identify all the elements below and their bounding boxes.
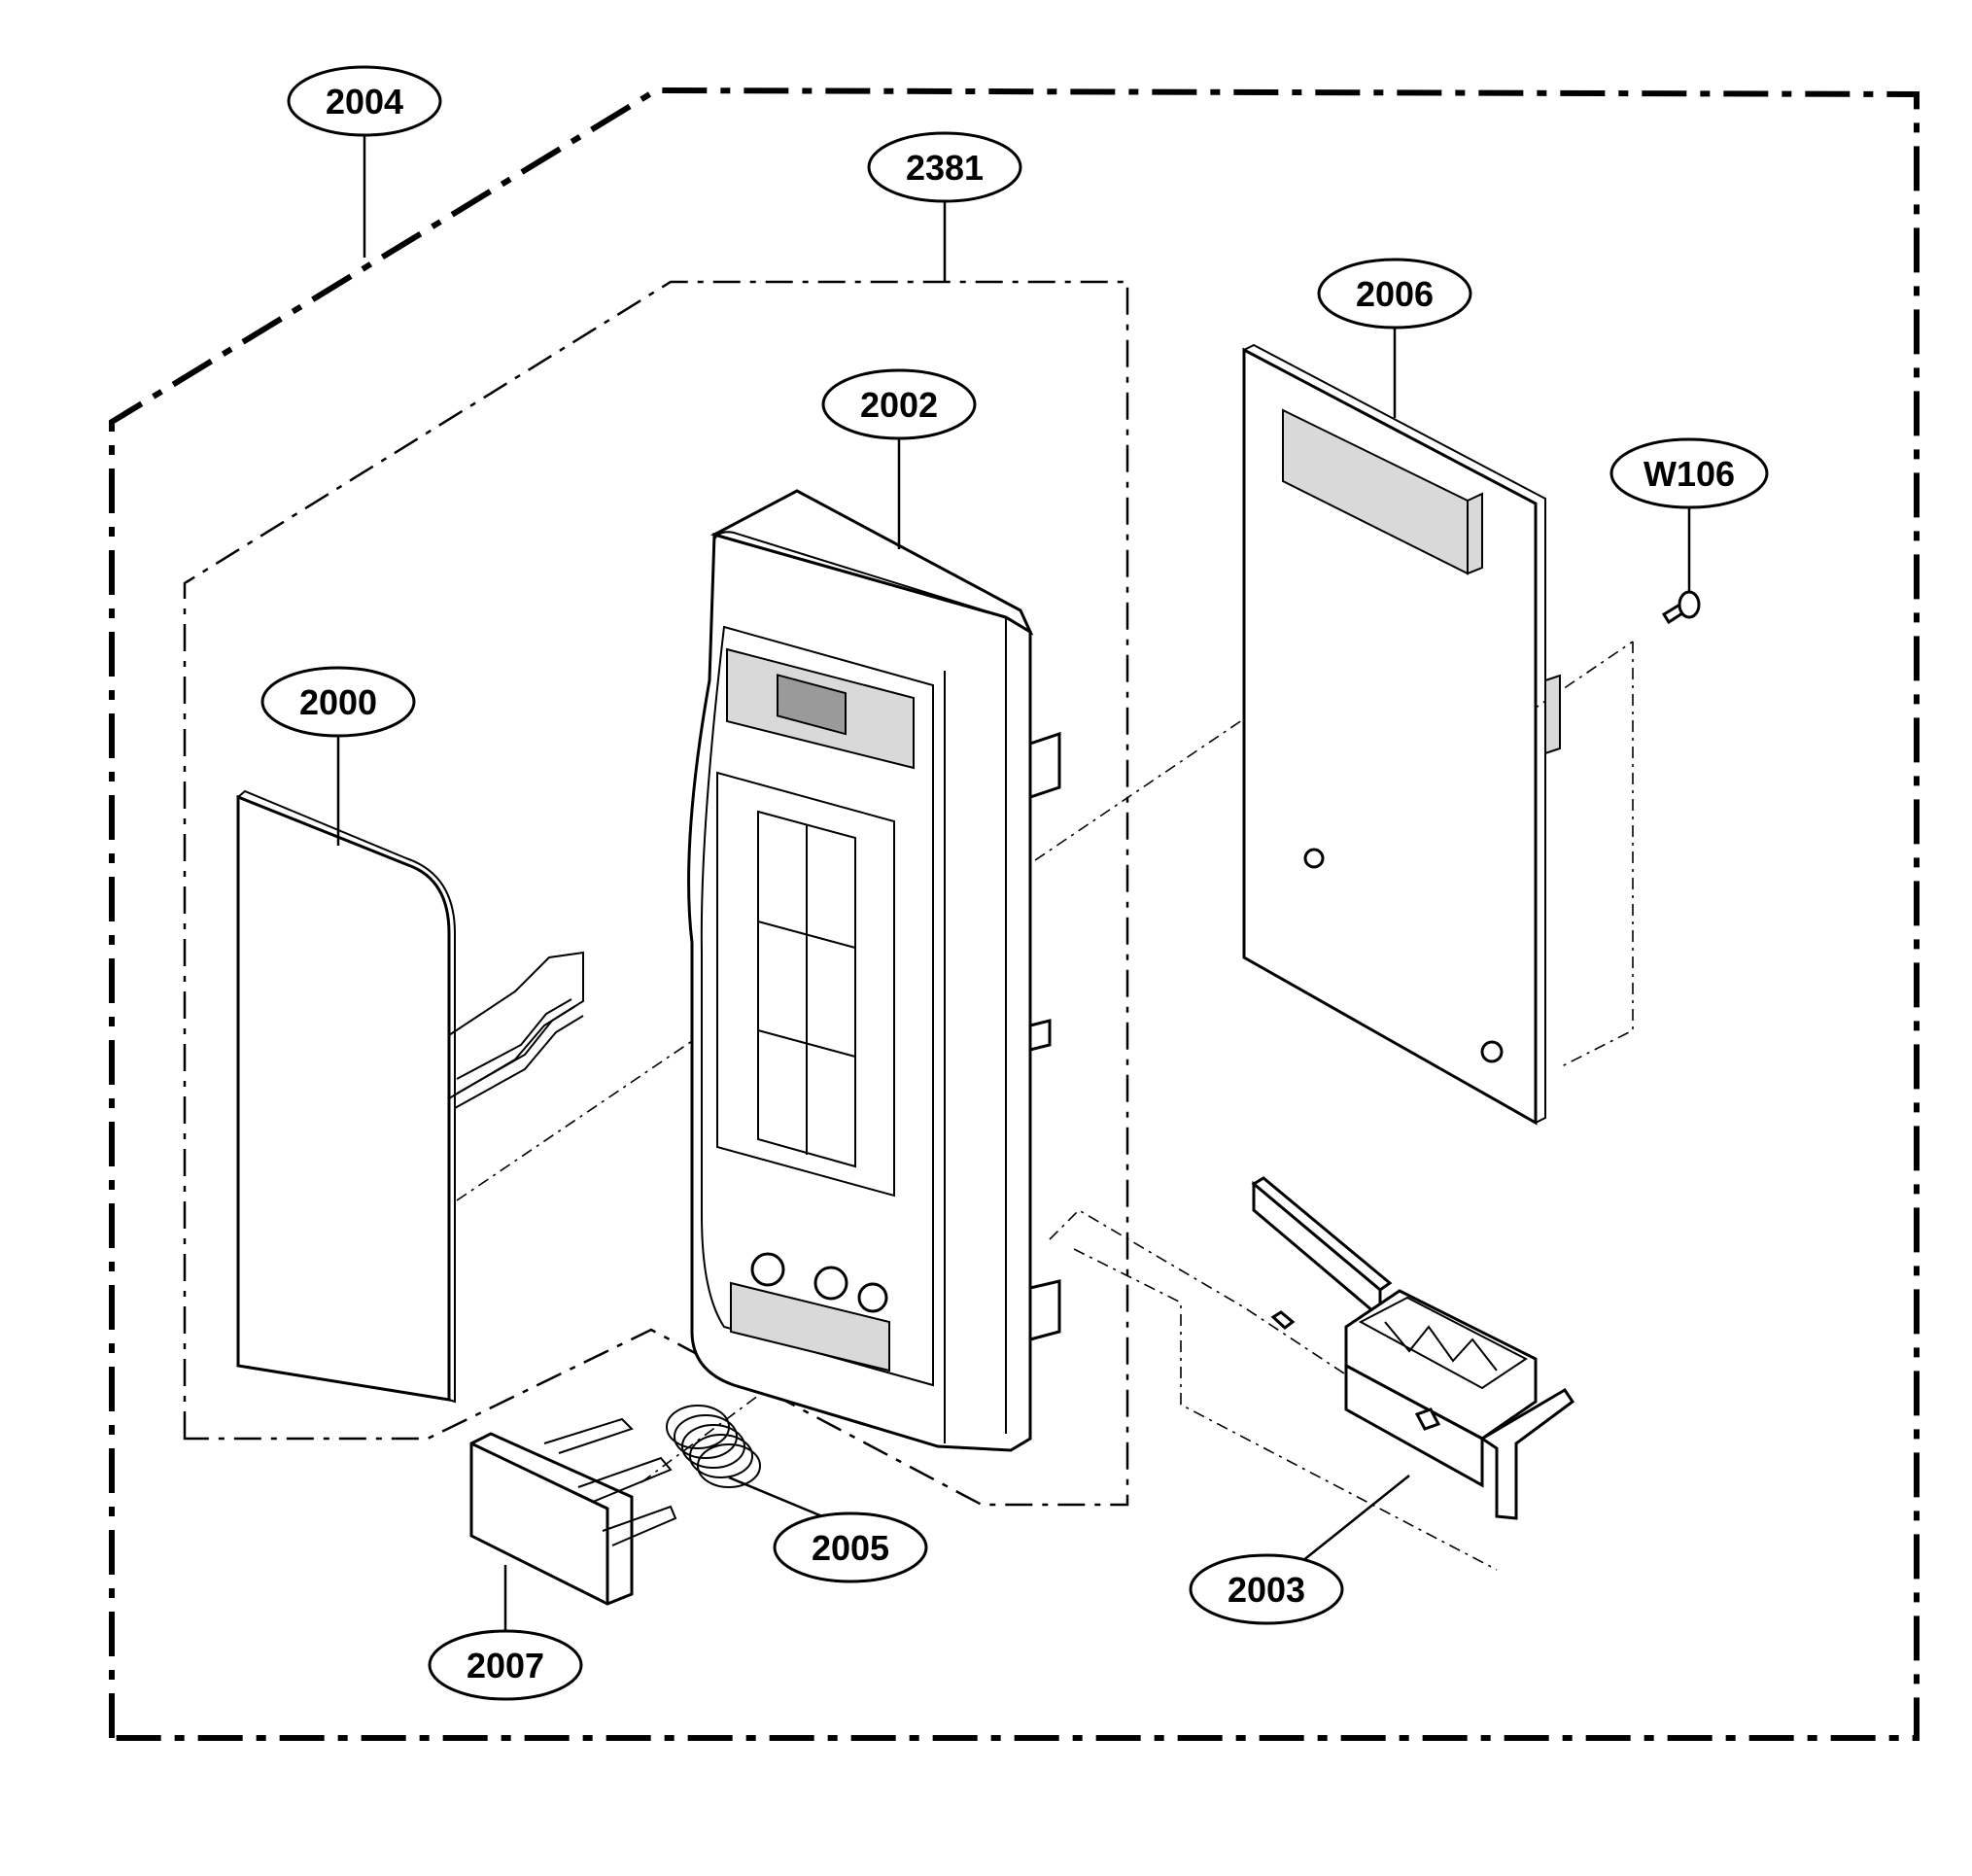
callout-2002: 2002 [821,368,977,440]
callout-2005: 2005 [773,1511,928,1583]
svg-text:2381: 2381 [906,148,984,188]
push-button-part [469,1417,677,1606]
control-panel-part [687,489,1061,1452]
outer-assembly-boundary [109,87,1920,1741]
callout-w106: W106 [1609,437,1769,509]
callout-2007: 2007 [428,1629,583,1701]
svg-text:2003: 2003 [1228,1570,1305,1610]
svg-text:2004: 2004 [326,82,403,122]
membrane-switch-part [236,789,584,1404]
leader-lines [336,136,1691,1633]
callout-2003: 2003 [1189,1553,1344,1625]
svg-text:W106: W106 [1643,454,1735,494]
svg-text:2000: 2000 [299,682,377,722]
screw-part [1661,590,1701,625]
door-lever-part [1251,1176,1575,1520]
spring-part [666,1405,761,1488]
callout-2381: 2381 [867,131,1022,203]
callout-2000: 2000 [260,666,416,738]
pcb-part [1242,343,1561,1126]
svg-text:2006: 2006 [1356,274,1434,314]
callout-2004: 2004 [287,65,442,137]
inner-assembly-boundary [183,280,1129,1507]
svg-text:2005: 2005 [812,1528,889,1568]
svg-text:2007: 2007 [467,1646,544,1685]
svg-text:2002: 2002 [860,385,938,425]
callout-2006: 2006 [1317,258,1472,330]
